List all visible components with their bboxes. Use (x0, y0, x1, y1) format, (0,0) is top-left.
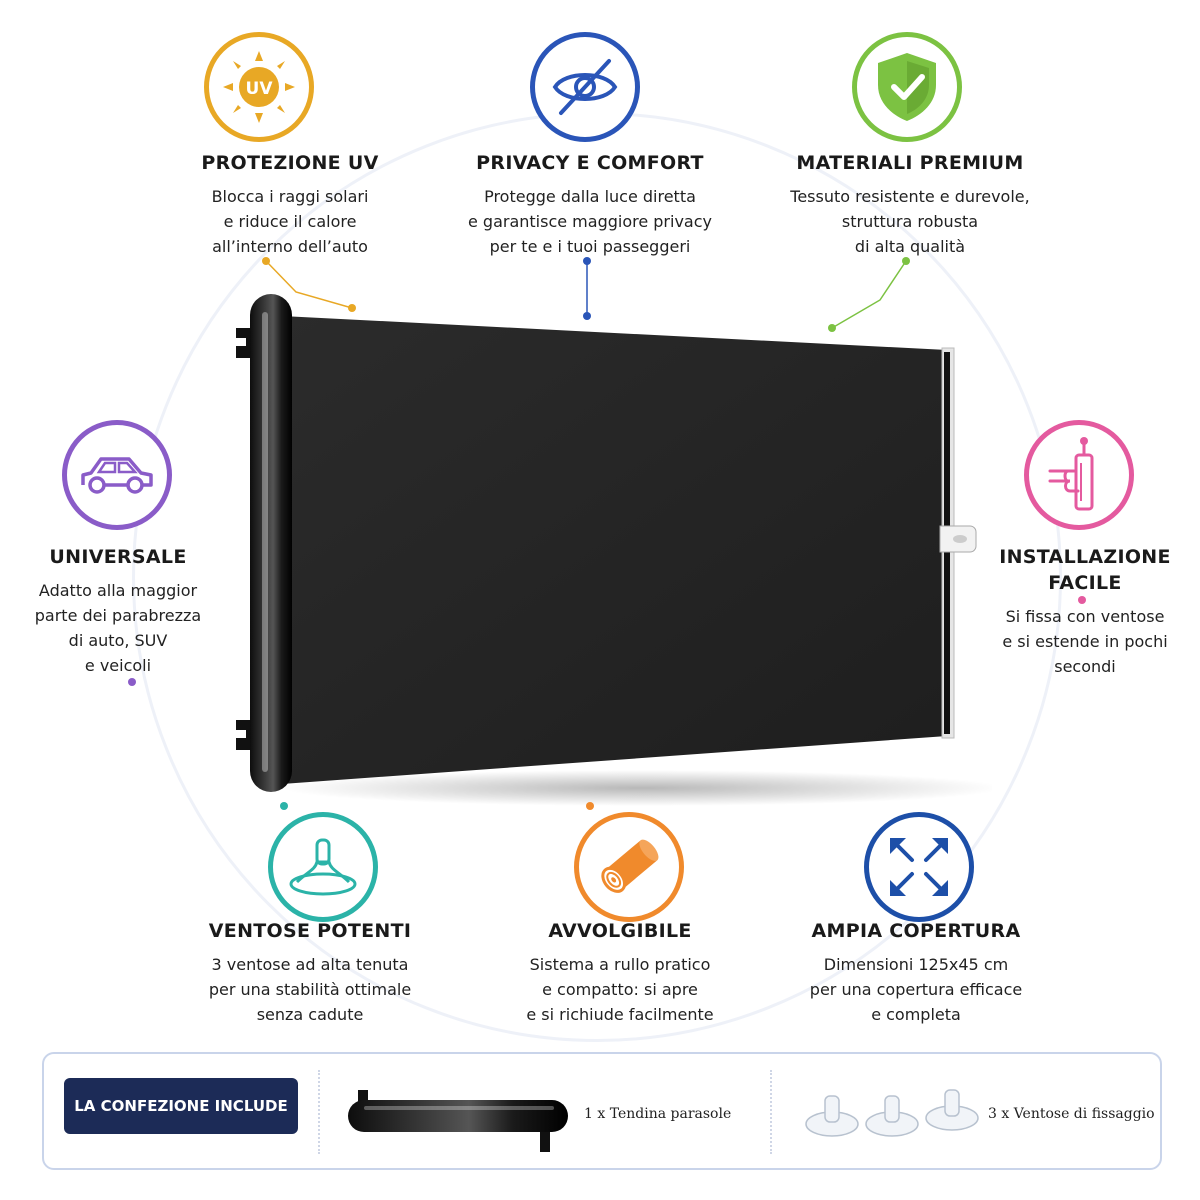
mini-sunshade-image (348, 1090, 568, 1152)
eye-off-icon (552, 59, 618, 115)
privacy-icon-circle (530, 32, 640, 142)
feature-coverage: AMPIA COPERTURA Dimensioni 125x45 cm per… (756, 918, 1076, 1027)
feature-universal-desc: Adatto alla maggior parte dei parabrezza… (34, 581, 202, 675)
feature-uv: PROTEZIONE UV Blocca i raggi solari e ri… (130, 150, 450, 259)
package-separator (318, 1070, 320, 1154)
feature-uv-title: PROTEZIONE UV (201, 152, 379, 174)
feature-suction-title: VENTOSE POTENTI (208, 920, 412, 942)
feature-roll-title: AVVOLGIBILE (548, 920, 692, 942)
feature-privacy: PRIVACY E COMFORT Protegge dalla luce di… (430, 150, 750, 259)
feature-install: INSTALLAZIONE FACILE Si fissa con ventos… (980, 544, 1190, 679)
shield-check-icon (878, 53, 936, 121)
package-item-sunshade: 1 x Tendina parasole (584, 1106, 732, 1122)
feature-privacy-desc: Protegge dalla luce diretta e garantisce… (467, 187, 712, 256)
install-icon-circle (1024, 420, 1134, 530)
package-contents-panel: LA CONFEZIONE INCLUDE 1 x Tendina paraso… (42, 1052, 1162, 1170)
feature-premium-title: MATERIALI PREMIUM (796, 152, 1024, 174)
coverage-icon-circle (864, 812, 974, 922)
uv-icon-circle: UV (204, 32, 314, 142)
feature-install-title: INSTALLAZIONE FACILE (999, 546, 1171, 594)
premium-icon-circle (852, 32, 962, 142)
package-title-badge: LA CONFEZIONE INCLUDE (64, 1078, 298, 1134)
feature-privacy-title: PRIVACY E COMFORT (476, 152, 704, 174)
car-icon (81, 457, 153, 494)
feature-universal-title: UNIVERSALE (49, 546, 187, 568)
package-item-suction-cups: 3 x Ventose di fissaggio (988, 1106, 1155, 1122)
feature-coverage-title: AMPIA COPERTURA (811, 920, 1021, 942)
feature-suction-desc: 3 ventose ad alta tenuta per una stabili… (208, 955, 412, 1024)
sunshade-product-image (236, 294, 992, 806)
package-separator (770, 1070, 772, 1154)
uv-icon-text: UV (246, 79, 274, 99)
roll-icon-circle (574, 812, 684, 922)
feature-uv-desc: Blocca i raggi solari e riduce il calore… (211, 187, 369, 256)
feature-install-desc: Si fissa con ventose e si estende in poc… (1002, 607, 1168, 676)
sun-uv-icon: UV (223, 51, 295, 123)
suction-cup-icon (289, 838, 357, 896)
suction-cups-image (805, 1089, 979, 1137)
feature-premium-desc: Tessuto resistente e durevole, struttura… (790, 187, 1030, 256)
suction-icon-circle (268, 812, 378, 922)
feature-roll: AVVOLGIBILE Sistema a rullo pratico e co… (460, 918, 780, 1027)
feature-universal: UNIVERSALE Adatto alla maggior parte dei… (8, 544, 228, 678)
expand-arrows-icon (890, 838, 948, 896)
feature-roll-desc: Sistema a rullo pratico e compatto: si a… (526, 955, 714, 1024)
universal-icon-circle (62, 420, 172, 530)
feature-coverage-desc: Dimensioni 125x45 cm per una copertura e… (809, 955, 1023, 1024)
feature-premium: MATERIALI PREMIUM Tessuto resistente e d… (750, 150, 1070, 259)
roll-icon (601, 839, 659, 893)
hand-pull-icon (1048, 437, 1094, 511)
feature-suction: VENTOSE POTENTI 3 ventose ad alta tenuta… (150, 918, 470, 1027)
